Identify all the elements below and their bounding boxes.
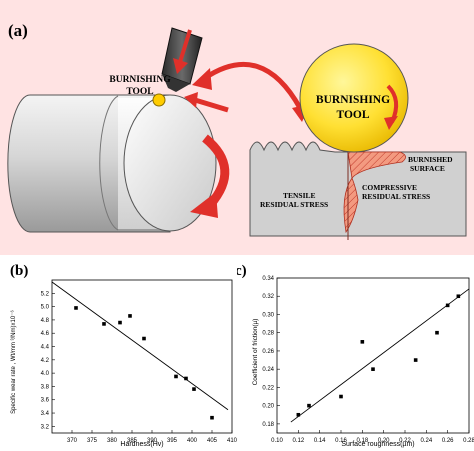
data-point: [174, 374, 178, 379]
data-point: [360, 340, 365, 344]
tensile-stress-label-line1: TENSILE: [283, 191, 316, 200]
data-point: [192, 387, 196, 391]
x-tick-label: 0.24: [420, 438, 432, 444]
x-tick-label: 0.22: [399, 438, 411, 444]
panel-a-label: (a): [8, 21, 28, 40]
data-point: [128, 314, 132, 318]
chart-b-xlabel: Hardness(Hv): [120, 441, 163, 448]
y-tick-label: 0.24: [262, 367, 274, 373]
x-tick-label: 0.20: [378, 438, 390, 444]
data-point: [371, 367, 375, 371]
y-tick-label: 0.18: [262, 422, 274, 428]
x-tick-label: 370: [67, 438, 78, 444]
y-tick-label: 0.32: [262, 294, 274, 300]
x-tick-label: 0.14: [314, 438, 326, 444]
y-tick-label: 4.4: [41, 345, 50, 351]
x-tick-label: 375: [87, 438, 98, 444]
tool-label-left-line1: BURNISHING: [109, 75, 171, 85]
data-point: [210, 415, 214, 420]
zoom-connector-arrow-icon: [192, 61, 310, 122]
data-point: [142, 336, 146, 341]
tensile-stress-label-line2: RESIDUAL STRESS: [260, 200, 328, 209]
burnished-surface-label-line1: BURNISHED: [408, 155, 453, 164]
y-tick-label: 0.22: [262, 385, 274, 391]
chart-b-ylabel: Specific wear rate , Wt/mm ³/Nm)x10⁻⁶: [10, 310, 17, 414]
y-tick-label: 3.4: [41, 411, 50, 417]
x-tick-label: 390: [147, 438, 158, 444]
surface-cross-section: [249, 141, 467, 237]
panel-c-label: (c): [237, 263, 247, 279]
chart-b-svg: (b) 370 375 380 385 390 395 400 405 410 3.2 3.4 3.6…: [10, 263, 237, 448]
burnished-surface-label-line2: SURFACE: [410, 164, 445, 173]
x-tick-label: 385: [127, 438, 138, 444]
data-point: [118, 320, 122, 325]
data-point: [445, 303, 450, 308]
y-tick-label: 4.2: [41, 358, 50, 364]
compressive-stress-label-line1: COMPRESSIVE: [362, 183, 417, 192]
x-tick-label: 0.28: [463, 438, 474, 444]
y-tick-label: 0.28: [262, 331, 274, 337]
tool-label-left-line2: TOOL: [126, 87, 153, 97]
roughness-friction-plot: (c) 0.10 0.12 0.14 0.16 0.18 0.20 0.22 0.24 0.26…: [237, 255, 474, 451]
trend-line: [290, 288, 470, 423]
x-tick-label: 0.26: [442, 438, 454, 444]
y-tick-label: 4.0: [41, 371, 50, 377]
x-tick-label: 400: [187, 438, 198, 444]
data-point: [435, 330, 439, 335]
data-point: [456, 294, 461, 299]
x-tick-label: 380: [107, 438, 118, 444]
tool-label-right-line1: BURNISHING: [316, 94, 390, 106]
data-point: [339, 394, 343, 399]
data-point: [307, 403, 311, 408]
y-tick-label: 3.8: [41, 384, 50, 390]
y-tick-label: 3.6: [41, 398, 50, 404]
data-point: [102, 322, 106, 326]
data-point: [413, 358, 418, 362]
x-tick-label: 410: [227, 438, 237, 444]
y-tick-label: 5.0: [41, 305, 50, 311]
burnishing-schematic-panel: (a) BURNISHING TOOL: [0, 0, 474, 255]
feed-arrow-icon: [184, 92, 229, 113]
y-tick-label: 0.30: [262, 312, 274, 318]
data-point: [74, 306, 78, 310]
chart-c-svg: (c) 0.10 0.12 0.14 0.16 0.18 0.20 0.22 0.24 0.26…: [237, 263, 474, 448]
y-tick-label: 5.2: [41, 291, 50, 297]
data-point: [184, 376, 188, 381]
compressive-stress-label-line2: RESIDUAL STRESS: [362, 192, 430, 201]
chart-c-ylabel: Coefficient of friction(µ): [252, 319, 259, 386]
chart-c-xlabel: Surface roughness(µm): [341, 441, 414, 448]
rotation-arrow-icon: [190, 134, 230, 218]
panel-b-label: (b): [10, 263, 28, 279]
residual-stress-profile: [343, 150, 406, 240]
burnishing-schematic: (a) BURNISHING TOOL: [7, 21, 467, 240]
tool-label-right-line2: TOOL: [336, 109, 369, 121]
plot-frame: [276, 277, 470, 434]
y-tick-label: 3.2: [41, 424, 50, 430]
x-tick-label: 0.18: [356, 438, 368, 444]
y-tick-label: 0.34: [262, 276, 274, 282]
hardness-wear-rate-plot: (b) 370 375 380 385 390 395 400 405 410 3.2 3.4 3.6…: [0, 255, 237, 451]
x-tick-label: 395: [167, 438, 178, 444]
data-point: [296, 412, 301, 417]
x-tick-label: 405: [207, 438, 218, 444]
burnishing-ball-icon: [299, 43, 409, 153]
x-tick-label: 0.10: [271, 438, 283, 444]
trend-line: [51, 281, 229, 411]
y-tick-label: 0.20: [262, 404, 274, 410]
burnishing-tool-icon: [152, 27, 203, 107]
x-tick-label: 0.12: [292, 438, 304, 444]
cylinder-workpiece: [7, 94, 217, 233]
y-tick-label: 0.26: [262, 349, 274, 355]
x-tick-label: 0.16: [335, 438, 347, 444]
plot-frame: [51, 279, 233, 434]
y-tick-label: 4.8: [41, 318, 50, 324]
y-tick-label: 4.6: [41, 331, 50, 337]
